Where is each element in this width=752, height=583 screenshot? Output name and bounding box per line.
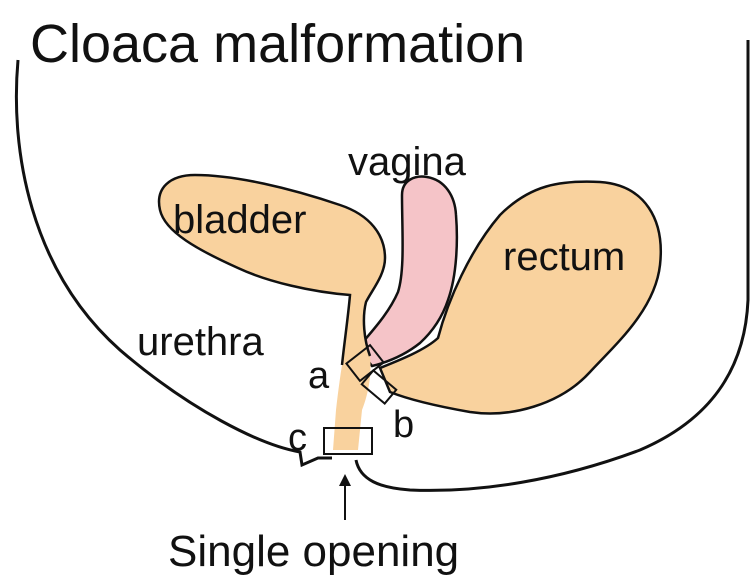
label-urethra: urethra — [137, 320, 264, 364]
label-c: c — [288, 417, 307, 459]
label-bladder: bladder — [173, 198, 306, 242]
label-vagina: vagina — [348, 140, 467, 184]
diagram-title: Cloaca malformation — [30, 14, 525, 74]
label-single-opening: Single opening — [168, 527, 459, 576]
label-b: b — [393, 404, 414, 446]
label-a: a — [308, 355, 330, 397]
opening-arrow-head — [339, 474, 351, 486]
label-rectum: rectum — [503, 235, 625, 279]
